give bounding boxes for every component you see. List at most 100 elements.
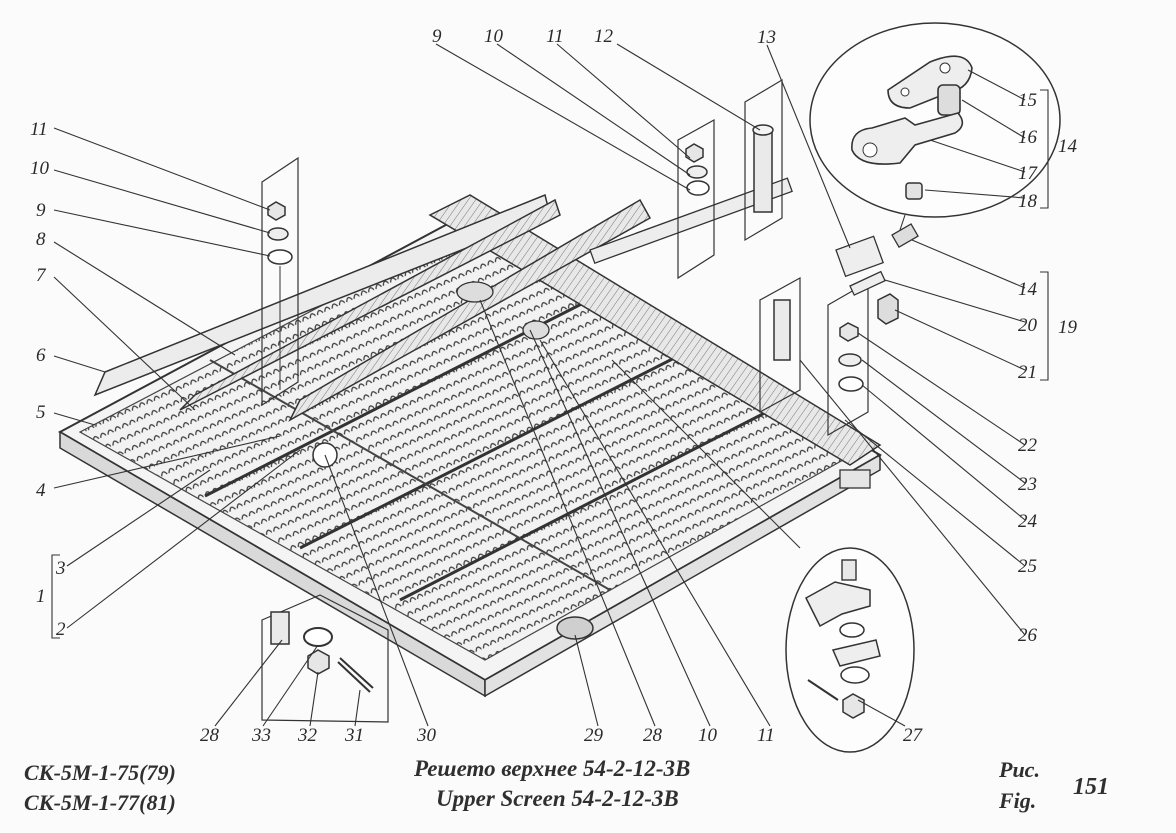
leader-24 [861, 384, 1026, 521]
leader-10b [529, 329, 711, 727]
washer-9-top [686, 180, 710, 196]
hinge-hole-c [862, 142, 878, 158]
leader-3 [66, 469, 211, 567]
hinge-hole-b [939, 62, 951, 74]
leader-11-left [53, 127, 271, 211]
leader-12-top [616, 43, 761, 131]
callout-29: 29 [584, 725, 604, 746]
callout-28b: 28 [643, 725, 663, 746]
callout-10-top: 10 [484, 26, 504, 47]
callout-labels: 9 10 11 12 13 11 10 9 8 7 6 5 4 3 1 2 15… [30, 26, 1078, 746]
callout-6: 6 [36, 345, 46, 366]
callout-7: 7 [36, 265, 47, 286]
model-code-1: СК-5М-1-75(79) [24, 760, 176, 785]
callout-18: 18 [1018, 191, 1038, 212]
callout-9-top: 9 [432, 26, 442, 47]
leader-17 [929, 139, 1026, 173]
cotter-pin-31 [337, 657, 374, 693]
hardware-group-top [677, 78, 783, 280]
callout-14b: 14 [1018, 279, 1038, 300]
leader-11b [539, 339, 771, 727]
callout-10b: 10 [698, 725, 718, 746]
fastener-screw [841, 559, 857, 581]
leader-16 [961, 99, 1026, 139]
leader-23 [861, 359, 1026, 484]
callout-33: 33 [251, 725, 271, 746]
bushing-16 [937, 84, 961, 116]
figure-title-ru: Решето верхнее 54-2-12-3В [414, 756, 691, 781]
roller-spring [456, 281, 494, 303]
leader-30 [324, 454, 429, 727]
leader-detail-fastener [611, 359, 801, 549]
detail-circle-hinge [809, 22, 1061, 218]
bracket-1 [51, 554, 60, 639]
leader-4 [53, 435, 281, 489]
center-crossbar [288, 198, 652, 422]
leader-6 [53, 355, 106, 373]
leader-15 [967, 69, 1026, 101]
hinge-hole-a [900, 87, 910, 97]
callout-5: 5 [36, 402, 46, 423]
callout-21: 21 [1018, 362, 1037, 383]
callout-15: 15 [1018, 90, 1037, 111]
detail-circle-fastener [785, 547, 915, 753]
roller-nut [522, 320, 550, 340]
group-box-bottom [261, 594, 389, 723]
nut-11-top [685, 143, 704, 163]
hardware-group-right [759, 223, 919, 437]
bracket-14 [1040, 89, 1049, 209]
hinge-14 [891, 223, 919, 249]
pin-18 [905, 182, 923, 200]
callout-32: 32 [297, 725, 318, 746]
leader-20 [884, 279, 1026, 323]
fastener-washer-a [839, 622, 865, 638]
callout-24: 24 [1018, 511, 1038, 532]
leader-14 [911, 239, 1026, 289]
callout-10-left: 10 [30, 158, 50, 179]
washer-23 [838, 353, 862, 367]
leader-18 [924, 189, 1026, 199]
bolt-28 [270, 611, 290, 645]
leader-10-top [496, 43, 691, 176]
hardware-group-left [261, 156, 299, 407]
bracket-19 [1040, 271, 1049, 381]
leader-29 [574, 634, 599, 727]
callout-20: 20 [1018, 315, 1038, 336]
leader-32 [309, 671, 319, 727]
callout-22: 22 [1018, 435, 1038, 456]
leader-28b [479, 299, 656, 727]
callout-26: 26 [1018, 625, 1038, 646]
callout-11-left: 11 [30, 119, 48, 140]
leader-9-left [53, 209, 271, 257]
side-pipe [589, 177, 793, 264]
model-code-2: СК-5М-1-77(81) [24, 790, 176, 815]
leader-9-top [435, 43, 691, 191]
bolt-box-top [744, 78, 783, 242]
plate-20 [849, 270, 886, 296]
figure-title-en: Upper Screen 54-2-12-3В [436, 786, 679, 811]
hardware-group-bottom [261, 594, 389, 723]
leader-26 [799, 359, 1026, 636]
washer-33 [303, 627, 333, 647]
callout-31: 31 [344, 725, 364, 746]
screen-frame [57, 177, 882, 698]
castle-nut-32 [307, 649, 330, 675]
figure-number: 151 [1073, 774, 1109, 800]
callout-9-left: 9 [36, 200, 46, 221]
callout-4: 4 [36, 480, 46, 501]
nut-11-left [267, 201, 286, 221]
bolt-12-head [752, 124, 774, 136]
leader-33 [262, 644, 319, 727]
leader-detail-hinge [899, 214, 906, 231]
right-bracket [839, 469, 871, 489]
washer-24 [838, 376, 864, 392]
fastener-clip [805, 581, 871, 628]
callout-12-top: 12 [594, 26, 614, 47]
louver-divider-3 [399, 398, 791, 602]
callout-3: 3 [55, 558, 66, 579]
fastener-washer-b [840, 666, 870, 684]
leader-8 [53, 241, 236, 356]
washer-10-left [267, 227, 289, 241]
leader-lines [51, 43, 1049, 727]
